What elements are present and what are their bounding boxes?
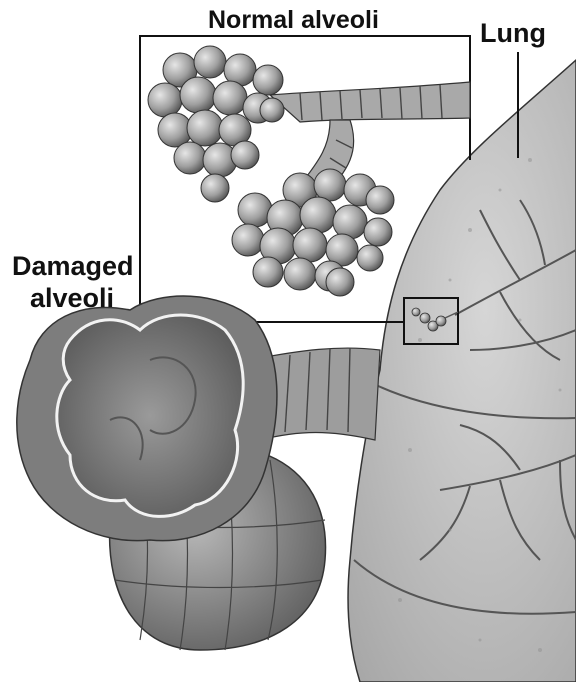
lung <box>348 60 576 682</box>
damaged-alveoli <box>17 296 380 650</box>
damaged-label-line2: alveoli <box>12 282 134 314</box>
enlarged-airspace <box>57 315 243 516</box>
damaged-label-line1: Damaged <box>12 250 134 282</box>
lung-label: Lung <box>480 20 546 47</box>
normal-alveoli-label: Normal alveoli <box>208 8 379 33</box>
damaged-alveoli-label: Damaged alveoli <box>12 250 134 314</box>
